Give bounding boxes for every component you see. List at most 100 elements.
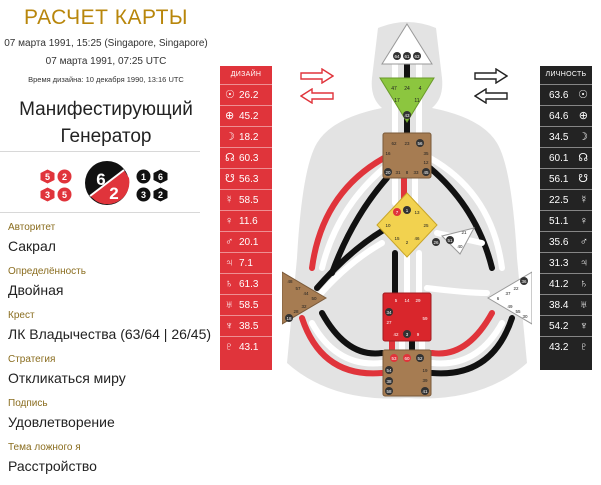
design-row[interactable]: ♇43.1 xyxy=(220,336,272,358)
divider xyxy=(0,151,200,152)
gate-value: 61.3 xyxy=(239,279,259,290)
gate-label: 28 xyxy=(293,309,299,314)
design-row[interactable]: ☿58.5 xyxy=(220,189,272,211)
gate-label: 20 xyxy=(385,170,391,175)
design-row[interactable]: ♅58.5 xyxy=(220,294,272,316)
heart-center[interactable]: 21 51 26 40 xyxy=(432,227,475,255)
personality-row[interactable]: 54.2♆ xyxy=(540,315,592,337)
personality-row[interactable]: 63.6☉ xyxy=(540,84,592,106)
gate-value: 26.2 xyxy=(239,90,259,101)
personality-badge-circle: 1 xyxy=(136,169,151,184)
design-row[interactable]: ☉ 26.2 xyxy=(220,84,272,106)
arrow-right-icon[interactable] xyxy=(474,68,508,84)
design-row[interactable]: ♄61.3 xyxy=(220,273,272,295)
moon-icon: ☽ xyxy=(578,131,588,143)
personality-row[interactable]: 43.2♇ xyxy=(540,336,592,358)
uranus-icon: ♅ xyxy=(579,299,588,311)
badge-value: 6 xyxy=(158,172,163,182)
ajna-center[interactable]: 47 24 4 17 43 11 xyxy=(379,77,435,123)
gate-value: 51.1 xyxy=(549,216,569,227)
head-center[interactable]: 64 61 63 xyxy=(381,23,433,65)
type-line-2: Генератор xyxy=(60,126,152,147)
design-row[interactable]: ♀11.6 xyxy=(220,210,272,232)
neptune-icon: ♆ xyxy=(225,320,234,332)
gate-label: 13 xyxy=(414,210,420,215)
gate-value: 18.2 xyxy=(239,132,259,143)
south-node-icon: ☋ xyxy=(578,173,588,185)
personality-header: ЛИЧНОСТЬ xyxy=(545,71,587,78)
strategy-value: Откликаться миру xyxy=(8,370,126,386)
gate-label: 34 xyxy=(386,310,392,315)
arrow-left-icon[interactable] xyxy=(474,88,508,104)
authority-label: Авторитет xyxy=(8,222,56,233)
badge-value: 1 xyxy=(141,172,146,182)
spleen-center[interactable]: 48 57 44 50 32 28 18 xyxy=(282,271,327,325)
personality-row[interactable]: 22.5☿ xyxy=(540,189,592,211)
gate-label: 30 xyxy=(522,314,528,319)
gate-label: 36 xyxy=(521,279,527,284)
design-row[interactable]: ⊕45.2 xyxy=(220,105,272,127)
gate-label: 38 xyxy=(386,379,392,384)
personality-row[interactable]: 56.1☋ xyxy=(540,168,592,190)
gate-value: 43.2 xyxy=(549,342,569,353)
gate-label: 5 xyxy=(395,298,398,303)
design-row[interactable]: ☊60.3 xyxy=(220,147,272,169)
badge-value: 3 xyxy=(141,190,146,200)
gate-label: 7 xyxy=(396,210,399,215)
personality-row[interactable]: 31.3♃ xyxy=(540,252,592,274)
personality-row[interactable]: 38.4♅ xyxy=(540,294,592,316)
personality-row[interactable]: 64.6⊕ xyxy=(540,105,592,127)
solar-plexus-center[interactable]: 36 22 37 6 49 55 30 xyxy=(487,271,532,325)
arrow-left-icon[interactable] xyxy=(300,88,334,104)
gate-label: 40 xyxy=(457,244,463,249)
bodygraph: 64 61 63 47 24 4 17 43 11 62 23 56 16 35… xyxy=(282,22,532,399)
design-row[interactable]: ☽ 18.2 xyxy=(220,126,272,148)
gate-value: 20.1 xyxy=(239,237,259,248)
gate-value: 63.6 xyxy=(549,90,569,101)
gate-label: 56 xyxy=(417,141,423,146)
design-row[interactable]: ♆38.5 xyxy=(220,315,272,337)
gate-label: 41 xyxy=(422,389,428,394)
sacral-center[interactable]: 5 14 29 34 27 42 3 9 59 xyxy=(382,292,432,342)
gate-label: 17 xyxy=(394,98,400,104)
design-badge-circle: 2 xyxy=(57,169,72,184)
type-title: Манифестирующий Генератор xyxy=(0,96,212,150)
personality-row[interactable]: 34.5☽ xyxy=(540,126,592,148)
personality-row[interactable]: 35.6♂ xyxy=(540,231,592,253)
gate-label: 50 xyxy=(311,296,317,301)
personality-row[interactable]: 41.2♄ xyxy=(540,273,592,295)
gate-label: 29 xyxy=(415,298,421,303)
moon-icon: ☽ xyxy=(225,131,235,143)
gate-label: 53 xyxy=(391,356,397,361)
throat-center[interactable]: 62 23 56 16 35 12 20 31 8 33 45 xyxy=(382,132,432,179)
north-node-icon: ☊ xyxy=(578,152,588,164)
root-center[interactable]: 53 60 52 54 38 58 19 39 41 xyxy=(382,349,432,397)
arrow-right-icon[interactable] xyxy=(300,68,334,84)
gate-label: 15 xyxy=(394,236,400,241)
gate-label: 58 xyxy=(386,389,392,394)
profile-circle: 6 2 xyxy=(85,161,130,205)
gate-label: 45 xyxy=(423,170,429,175)
design-row[interactable]: ♂20.1 xyxy=(220,231,272,253)
gate-value: 58.5 xyxy=(239,300,259,311)
design-row[interactable]: ☋56.3 xyxy=(220,168,272,190)
personality-row[interactable]: 60.1☊ xyxy=(540,147,592,169)
personality-panel: ЛИЧНОСТЬ 63.6☉ 64.6⊕ 34.5☽ 60.1☊ 56.1☋ 2… xyxy=(540,66,592,370)
birth-local-time: 07 марта 1991, 15:25 (Singapore, Singapo… xyxy=(4,38,208,49)
gate-label: 10 xyxy=(385,223,391,228)
personality-row[interactable]: 51.1♀ xyxy=(540,210,592,232)
gate-label: 61 xyxy=(404,54,410,59)
design-row[interactable]: ♃7.1 xyxy=(220,252,272,274)
signature-label: Подпись xyxy=(8,398,48,409)
north-node-icon: ☊ xyxy=(225,152,235,164)
g-center[interactable]: 7 1 13 10 25 15 2 46 xyxy=(376,192,438,258)
mercury-icon: ☿ xyxy=(579,194,588,206)
gate-label: 39 xyxy=(422,378,428,383)
gate-label: 12 xyxy=(423,160,429,165)
gate-value: 31.3 xyxy=(549,258,569,269)
gate-value: 45.2 xyxy=(239,111,259,122)
jupiter-icon: ♃ xyxy=(225,257,234,269)
gate-label: 8 xyxy=(406,170,409,175)
not-self-theme-value: Расстройство xyxy=(8,458,97,474)
sun-icon: ☉ xyxy=(225,89,235,101)
